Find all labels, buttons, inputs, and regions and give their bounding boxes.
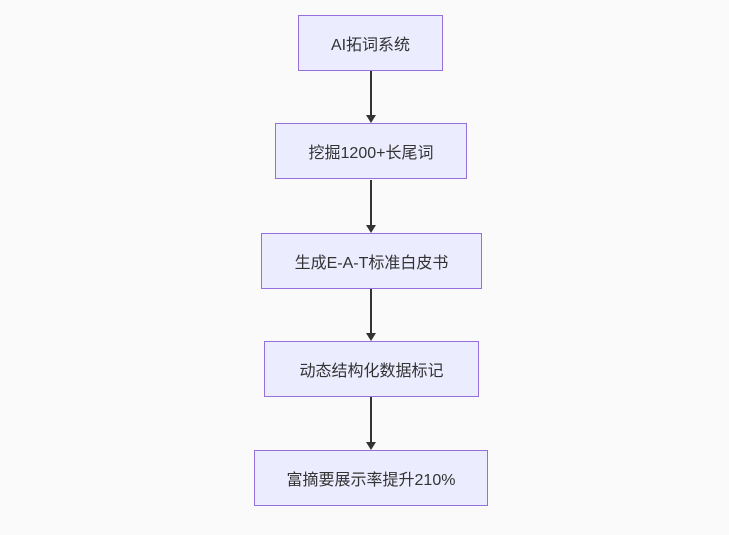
flowchart-node-step-1: AI拓词系统 bbox=[298, 15, 443, 71]
edge-arrow-down bbox=[366, 397, 376, 450]
flowchart-node-step-3: 生成E-A-T标准白皮书 bbox=[261, 233, 482, 289]
edge-arrow-down bbox=[366, 289, 376, 341]
node-label: AI拓词系统 bbox=[330, 37, 411, 54]
node-label: 生成E-A-T标准白皮书 bbox=[294, 255, 449, 272]
node-label: 富摘要展示率提升210% bbox=[286, 472, 456, 489]
node-label: 动态结构化数据标记 bbox=[299, 363, 444, 380]
edge-arrow-down bbox=[366, 180, 376, 233]
node-label: 挖掘1200+长尾词 bbox=[308, 145, 434, 162]
flowchart-node-step-2: 挖掘1200+长尾词 bbox=[275, 123, 467, 179]
edge-arrow-down bbox=[366, 71, 376, 123]
flowchart-node-step-5: 富摘要展示率提升210% bbox=[254, 450, 488, 506]
flowchart-node-step-4: 动态结构化数据标记 bbox=[264, 341, 479, 397]
